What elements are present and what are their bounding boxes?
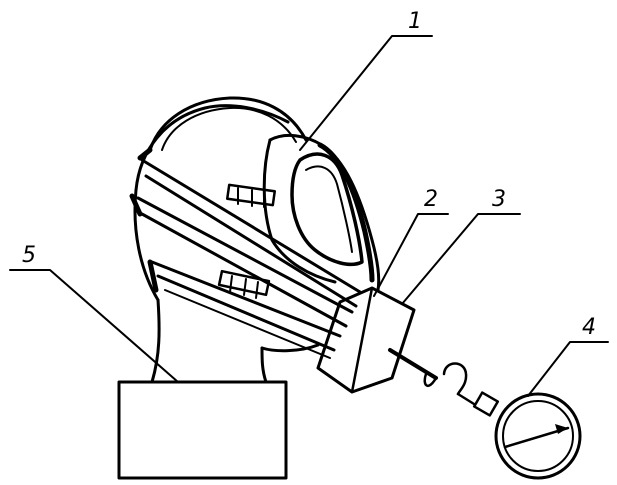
head-straps [129, 147, 362, 359]
callout-2: 2 [424, 187, 438, 212]
stand-base [117, 380, 288, 480]
callout-3: 3 [492, 187, 506, 212]
leader-lines [9, 35, 609, 397]
strap-clamp [316, 286, 416, 394]
callout-4: 4 [582, 315, 596, 340]
callout-5: 5 [22, 243, 36, 268]
face-mask [148, 96, 381, 292]
callout-1: 1 [408, 9, 422, 34]
pull-rod [388, 348, 476, 406]
dynamometer-gauge [472, 391, 582, 480]
